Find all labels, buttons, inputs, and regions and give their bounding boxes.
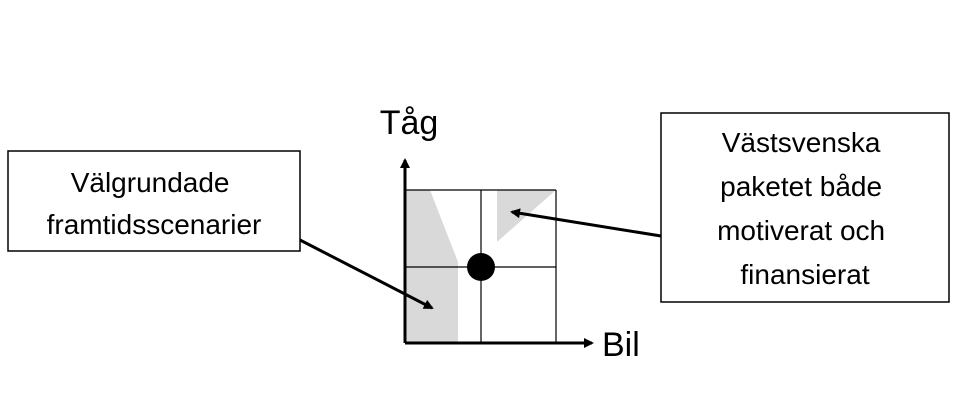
package-callout-box bbox=[660, 112, 950, 303]
x-axis-label: Bil bbox=[602, 326, 640, 364]
scenarios-callout-line-2: framtidsscenarier bbox=[47, 209, 262, 240]
package-callout-line-2: paketet både bbox=[720, 171, 882, 202]
package-region bbox=[497, 190, 556, 242]
package-callout-line-4: finansierat bbox=[740, 259, 869, 290]
scenarios-pointer-arrow bbox=[299, 238, 434, 310]
package-callout-line-1: Västsvenska bbox=[722, 127, 881, 158]
package-callout-line-3: motiverat och bbox=[717, 215, 885, 246]
scenarios-callout-line-1: Välgrundade bbox=[71, 167, 230, 198]
scenarios-callout-text: Välgrundade framtidsscenarier bbox=[47, 167, 262, 240]
package-callout-text: Västsvenska paketet både motiverat och f… bbox=[717, 127, 893, 290]
current-point bbox=[467, 253, 495, 281]
scenarios-callout-box bbox=[7, 150, 301, 252]
y-axis-label: Tåg bbox=[380, 104, 439, 142]
package-pointer-arrow bbox=[510, 208, 662, 238]
